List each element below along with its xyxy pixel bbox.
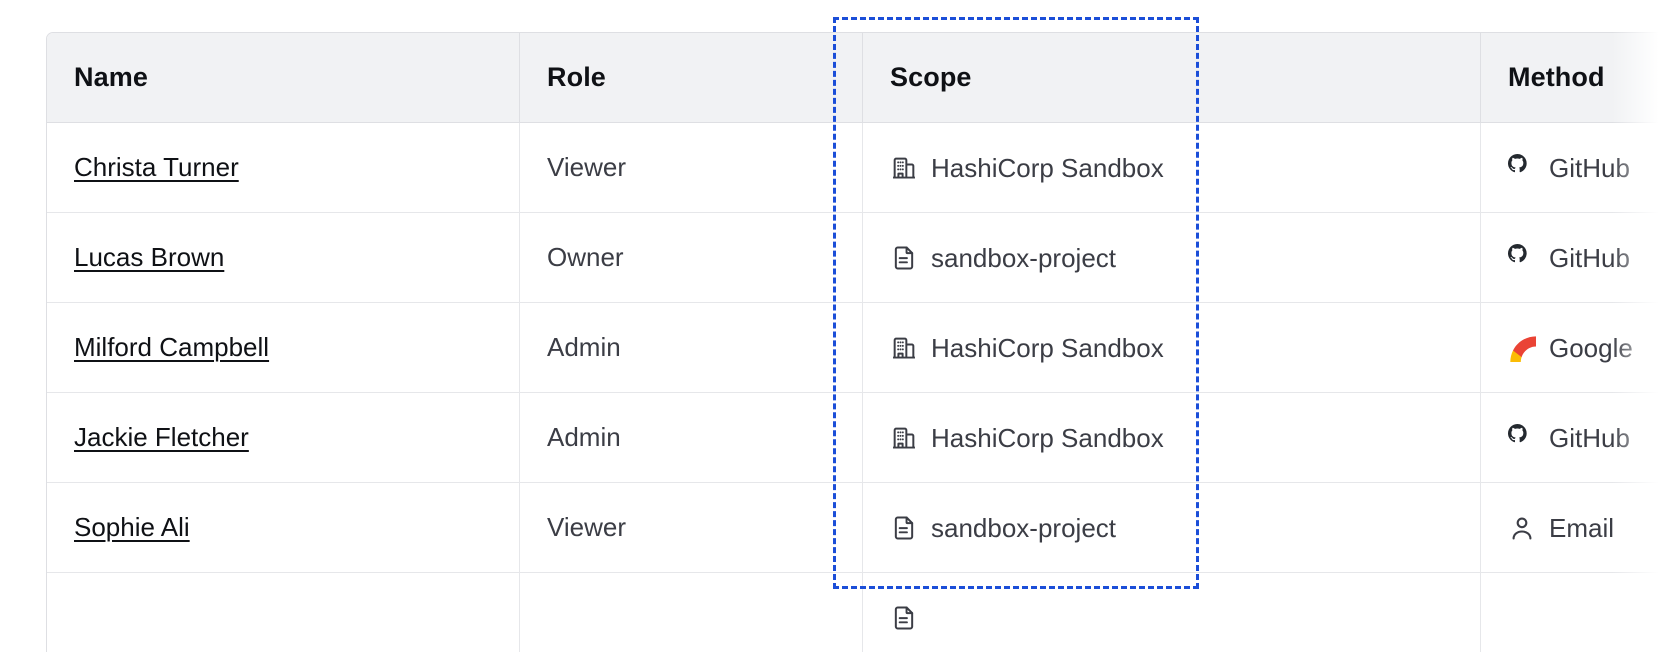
- user-icon: [1508, 514, 1536, 542]
- cell-name: [47, 573, 520, 652]
- method-label: GitHub: [1549, 242, 1630, 273]
- method-label: GitHub: [1549, 152, 1630, 183]
- member-name-link[interactable]: Lucas Brown: [74, 242, 225, 272]
- cell-scope: HashiCorp Sandbox: [863, 303, 1481, 393]
- scope-label: sandbox-project: [931, 512, 1116, 543]
- role-label: Viewer: [547, 152, 627, 182]
- cell-method: [1481, 573, 1672, 652]
- cell-role: Owner: [520, 213, 863, 303]
- member-name-link[interactable]: Milford Campbell: [74, 332, 270, 362]
- role-label: Owner: [547, 242, 624, 272]
- table-header-row: Name Role Scope Method: [47, 33, 1672, 123]
- role-label: Viewer: [547, 512, 627, 542]
- column-header-name[interactable]: Name: [47, 33, 520, 123]
- cell-name: Jackie Fletcher: [47, 393, 520, 483]
- member-name-link[interactable]: Sophie Ali: [74, 512, 190, 542]
- cell-scope: sandbox-project: [863, 213, 1481, 303]
- cell-name: Milford Campbell: [47, 303, 520, 393]
- scope-label: HashiCorp Sandbox: [931, 422, 1164, 453]
- scope-label: HashiCorp Sandbox: [931, 332, 1164, 363]
- table-row-partial[interactable]: [47, 573, 1672, 652]
- member-name-link[interactable]: Christa Turner: [74, 152, 239, 182]
- method-label: Email: [1549, 512, 1615, 543]
- table-row[interactable]: Jackie Fletcher Admin HashiCorp Sandbox Git…: [47, 393, 1672, 483]
- column-header-scope[interactable]: Scope: [863, 33, 1481, 123]
- table-row[interactable]: Sophie Ali Viewer sandbox-project Email: [47, 483, 1672, 573]
- method-label: GitHub: [1549, 422, 1630, 453]
- cell-name: Lucas Brown: [47, 213, 520, 303]
- method-label: Google: [1549, 332, 1633, 363]
- cell-scope: sandbox-project: [863, 483, 1481, 573]
- cell-method: GitHub: [1481, 213, 1672, 303]
- scope-label: sandbox-project: [931, 242, 1116, 273]
- table-row[interactable]: Lucas Brown Owner sandbox-project GitHub: [47, 213, 1672, 303]
- cell-role: Admin: [520, 303, 863, 393]
- github-icon: [1508, 153, 1536, 182]
- cell-name: Christa Turner: [47, 123, 520, 213]
- document-icon: [890, 244, 918, 272]
- scope-label: HashiCorp Sandbox: [931, 152, 1164, 183]
- org-building-icon: [890, 154, 918, 182]
- document-icon: [890, 604, 918, 632]
- table-row[interactable]: Christa Turner Viewer HashiCorp Sandbox Git…: [47, 123, 1672, 213]
- document-icon: [890, 514, 918, 542]
- cell-method: GitHub: [1481, 393, 1672, 483]
- github-icon: [1508, 243, 1536, 272]
- column-header-role[interactable]: Role: [520, 33, 863, 123]
- cell-scope: HashiCorp Sandbox: [863, 123, 1481, 213]
- column-header-method[interactable]: Method: [1481, 33, 1672, 123]
- cell-name: Sophie Ali: [47, 483, 520, 573]
- cell-role: Viewer: [520, 123, 863, 213]
- cell-role: Admin: [520, 393, 863, 483]
- cell-method: Email: [1481, 483, 1672, 573]
- cell-method: Google: [1481, 303, 1672, 393]
- role-label: Admin: [547, 332, 621, 362]
- table-row[interactable]: Milford Campbell Admin HashiCorp Sandbox Go…: [47, 303, 1672, 393]
- org-building-icon: [890, 334, 918, 362]
- cell-scope: HashiCorp Sandbox: [863, 393, 1481, 483]
- cell-role: Viewer: [520, 483, 863, 573]
- github-icon: [1508, 423, 1536, 452]
- role-label: Admin: [547, 422, 621, 452]
- org-building-icon: [890, 424, 918, 452]
- google-icon: [1508, 334, 1536, 362]
- cell-scope: [863, 573, 1481, 652]
- cell-role: [520, 573, 863, 652]
- table-header: Name Role Scope Method: [47, 33, 1672, 123]
- member-name-link[interactable]: Jackie Fletcher: [74, 422, 249, 452]
- cell-method: GitHub: [1481, 123, 1672, 213]
